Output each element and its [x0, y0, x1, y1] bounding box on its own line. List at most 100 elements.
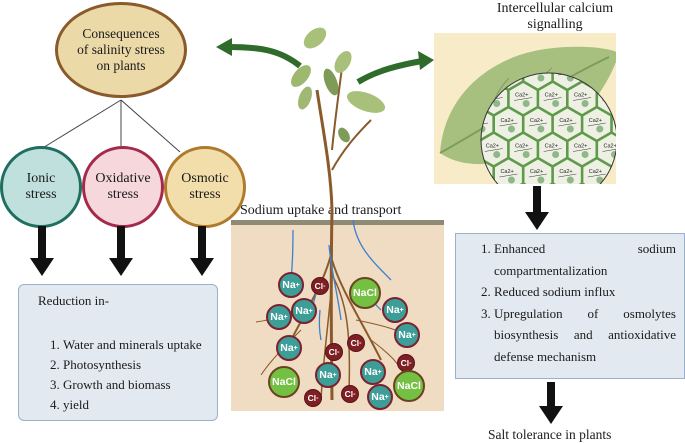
cell-nucleus	[522, 100, 530, 107]
calcium-flux-arrow	[558, 122, 577, 127]
main-node-line-2: of salinity stress	[77, 42, 165, 57]
plant-cell	[568, 134, 596, 165]
calcium-flux-arrow	[573, 148, 592, 152]
plant-stem	[315, 89, 334, 401]
tolerance-item: Enhanced sodium compartmentalization	[494, 238, 676, 281]
sodium-ion: Na+	[276, 335, 302, 361]
calcium-ion-label: Ca2+	[486, 144, 499, 150]
plant-cell	[553, 159, 581, 184]
down-arrow-oxidative	[109, 226, 133, 276]
plant-cell	[524, 159, 552, 184]
cell-nucleus	[552, 100, 560, 107]
calcium-flux-arrow	[587, 122, 606, 127]
green-arrow-left-head	[216, 38, 232, 56]
ionic-label-1: Ionic	[26, 171, 56, 186]
calcium-ion-label: Ca2+	[471, 67, 484, 73]
cell-nucleus	[566, 125, 574, 133]
oxidative-label-2: stress	[107, 187, 139, 202]
chloride-ion: Cl-	[341, 385, 359, 403]
main-node-line-1: Consequences	[82, 26, 160, 41]
soil-surface	[231, 220, 444, 225]
plant-cell	[539, 83, 566, 114]
calcium-ion-label: Ca2+	[589, 169, 602, 175]
cell-nucleus	[537, 125, 545, 133]
soil-panel-title: Sodium uptake and transport	[240, 203, 402, 218]
calcium-flux-arrow	[528, 173, 547, 178]
leaf-illustration: Ca2+ Ca2+ Ca2+ Ca2+ Ca2+ Ca2+ Ca2+ Ca2+ Ca2+ Ca2+…	[439, 46, 616, 184]
plant-cell	[598, 134, 616, 165]
plant-cell	[524, 73, 552, 89]
down-arrow-ionic	[30, 226, 54, 276]
chloride-ion: Cl-	[311, 277, 329, 295]
cell-nucleus	[481, 176, 486, 184]
sodium-ion: Na+	[367, 384, 393, 410]
leaf-panel-title: Intercellular calcium signalling	[470, 1, 640, 33]
calcium-ion-label: Ca2+	[574, 144, 587, 150]
plant-cell	[509, 83, 537, 114]
cell-nucleus	[596, 176, 604, 184]
calcium-flux-arrow	[481, 122, 489, 127]
sodium-ion: Na+	[291, 298, 317, 324]
calcium-flux-arrow	[543, 148, 562, 152]
cell-nucleus	[493, 100, 501, 107]
cell-nucleus	[581, 151, 589, 158]
green-arrow-right-head	[418, 51, 434, 70]
outcome-label: Salt tolerance in plants	[488, 427, 612, 442]
green-arrow-right-shaft	[356, 58, 423, 85]
osmotic-label-1: Osmotic	[181, 171, 229, 186]
sodium-ion: Na+	[360, 359, 386, 385]
calcium-ion-label: Ca2+	[604, 144, 616, 150]
leaf	[334, 51, 352, 73]
calcium-ion-label: Ca2+	[604, 93, 616, 99]
calcium-ion-label: Ca2+	[515, 93, 528, 99]
calcium-flux-arrow	[543, 97, 562, 101]
cell-nucleus	[537, 74, 545, 82]
stress-arrows	[30, 226, 214, 276]
leaf-title-line-2: signalling	[527, 17, 583, 32]
calcium-flux-arrow	[514, 97, 533, 101]
sodium-ion: Na+	[278, 272, 304, 298]
calcium-ion-label: Ca2+	[515, 144, 528, 150]
cell-nucleus	[507, 176, 515, 184]
down-arrow-osmotic	[190, 226, 214, 276]
leaf	[291, 65, 311, 87]
green-arrow-left-shaft	[227, 44, 302, 69]
sodium-ion: Na+	[315, 362, 341, 388]
osmotic-label-2: stress	[189, 187, 221, 202]
plant-cell	[495, 108, 522, 140]
calcium-ion-label: Ca2+	[545, 144, 558, 150]
cell-nucleus	[507, 125, 515, 133]
reduction-item: yield	[63, 395, 202, 415]
reduction-list: Water and minerals uptake Photosynthesis…	[19, 335, 202, 415]
connector-osmotic	[120, 99, 181, 153]
calcium-ion-label: Ca2+	[500, 169, 513, 175]
plant-cell	[568, 83, 596, 114]
calcium-flux-arrow	[499, 173, 518, 178]
leaf	[346, 91, 386, 113]
cell-nucleus	[493, 151, 501, 158]
tolerance-list: Enhanced sodium compartmentalization Red…	[456, 234, 684, 367]
calcium-flux-arrow	[558, 173, 577, 178]
reduction-item: Photosynthesis	[63, 355, 202, 375]
leaf	[323, 68, 339, 96]
calcium-ion-label: Ca2+	[530, 118, 543, 124]
calcium-ion-label: Ca2+	[500, 118, 513, 124]
cell-nucleus	[566, 176, 574, 184]
calcium-ion-label: Ca2+	[574, 93, 587, 99]
tolerance-mechanisms-box: Enhanced sodium compartmentalization Red…	[455, 233, 685, 379]
cell-nucleus	[537, 176, 545, 184]
sodium-ion: Na+	[266, 304, 292, 330]
plant-cell	[509, 134, 537, 165]
cell-nucleus	[522, 151, 530, 158]
leaf	[303, 27, 327, 49]
plant-cell	[553, 73, 581, 89]
main-node-line-3: on plants	[96, 58, 146, 73]
connector-ionic	[40, 99, 122, 150]
calcium-ion-label: Ca2+	[530, 169, 543, 175]
chloride-ion: Cl-	[347, 334, 365, 352]
reduction-heading: Reduction in-	[38, 293, 110, 308]
reduction-box: Reduction in- Water and minerals uptake …	[18, 284, 218, 421]
